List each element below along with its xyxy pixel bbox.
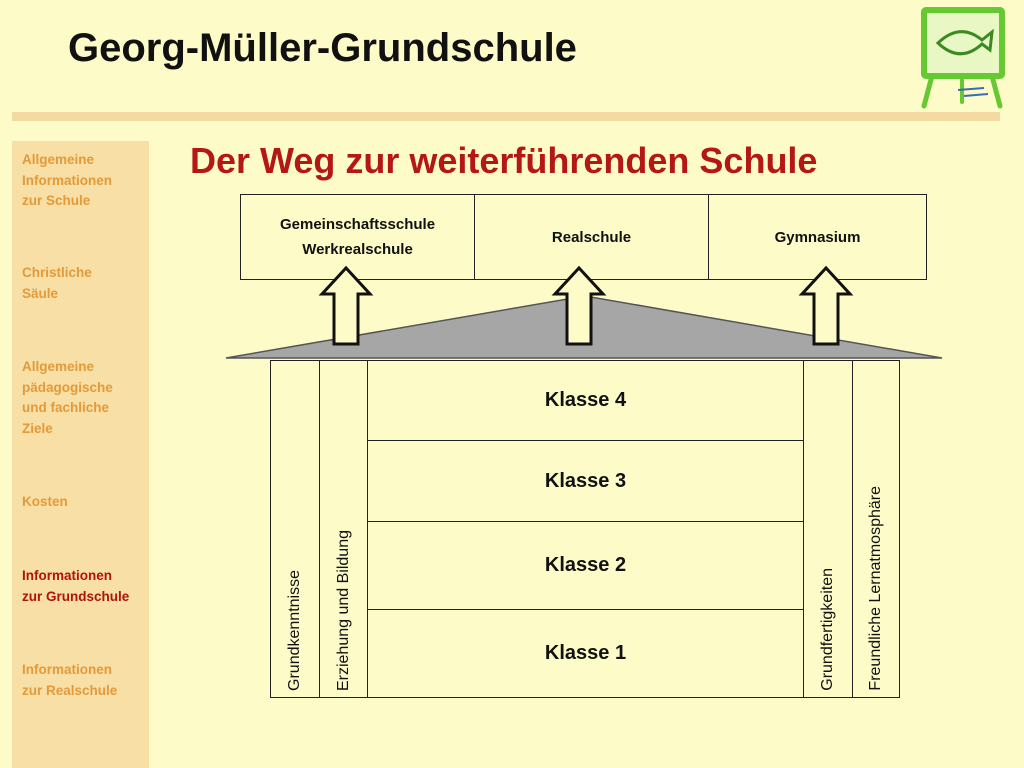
diagram-heading: Der Weg zur weiterführenden Schule	[190, 140, 818, 181]
school-box-gymnasium: Gymnasium	[708, 194, 927, 280]
class-3: Klasse 3	[367, 440, 804, 522]
nav-item-school-info[interactable]: Allgemeine Informationen zur Schule	[22, 152, 112, 208]
header-divider	[12, 112, 1000, 121]
pillar-erziehung-bildung: Erziehung und Bildung	[319, 360, 369, 698]
class-4: Klasse 4	[367, 360, 804, 441]
pillar-lernatmosphaere: Freundliche Lernatmosphäre	[852, 360, 900, 698]
pillar-label: Grundkenntnisse	[286, 570, 303, 691]
arrow-up-icon	[318, 265, 374, 346]
arrow-up-icon	[551, 265, 607, 346]
pillar-grundkenntnisse: Grundkenntnisse	[270, 360, 320, 698]
pillar-label: Grundfertigkeiten	[819, 568, 836, 691]
school-box-gemeinschaftsschule: Gemeinschaftsschule Werkrealschule	[240, 194, 475, 280]
nav-item-costs[interactable]: Kosten	[22, 494, 68, 509]
class-1: Klasse 1	[367, 609, 804, 698]
sidebar: Allgemeine Informationen zur Schule Chri…	[12, 141, 149, 768]
school-box-realschule: Realschule	[474, 194, 709, 280]
nav-item-primary-school[interactable]: Informationen zur Grundschule	[22, 568, 130, 604]
pillar-label: Freundliche Lernatmosphäre	[867, 486, 884, 691]
nav-item-educational-goals[interactable]: Allgemeine pädagogische und fachliche Zi…	[22, 359, 113, 436]
arrow-up-icon	[798, 265, 854, 346]
pillar-grundfertigkeiten: Grundfertigkeiten	[803, 360, 853, 698]
fish-easel-icon	[921, 7, 1005, 109]
nav-item-secondary-school[interactable]: Informationen zur Realschule	[22, 662, 118, 698]
page-title: Georg-Müller-Grundschule	[68, 26, 577, 70]
class-2: Klasse 2	[367, 521, 804, 610]
pillar-label: Erziehung und Bildung	[335, 529, 352, 691]
nav-item-christian-pillar[interactable]: Christliche Säule	[22, 265, 92, 301]
